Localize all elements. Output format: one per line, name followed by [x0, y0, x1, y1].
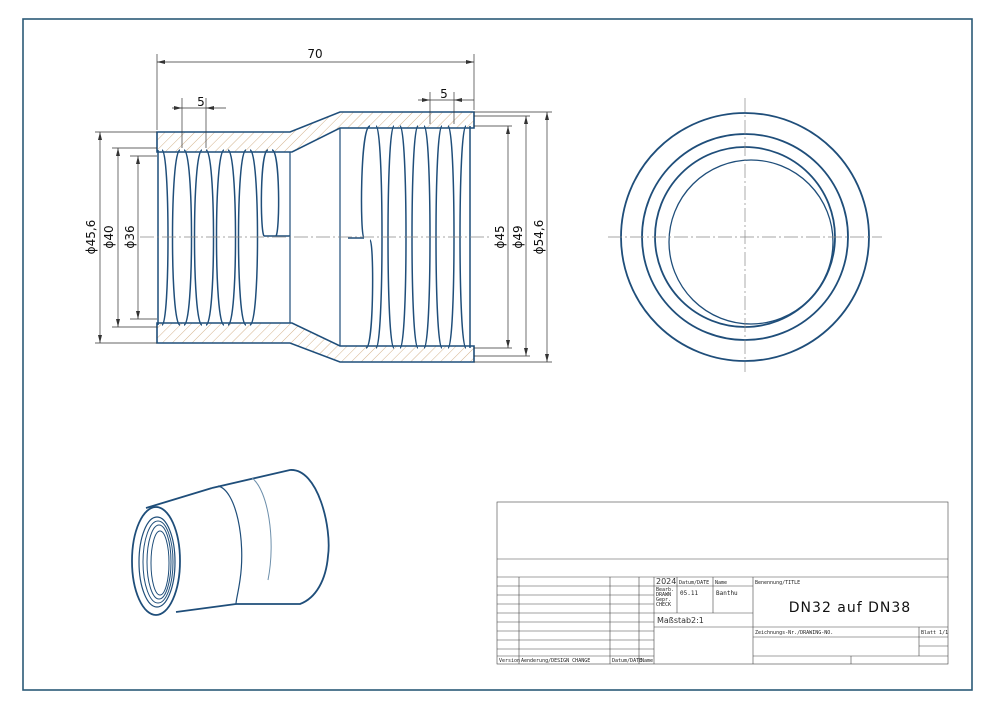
tb-bearb-label: Bearb.: [656, 587, 674, 593]
tb-check-label: CHECK: [656, 602, 671, 608]
title-block: [496, 501, 949, 665]
dim-length: 70: [307, 47, 322, 61]
tb-drawing-no-label: Zeichnungs-Nr./DRAWING-NO.: [755, 630, 833, 636]
thread-left: [157, 149, 290, 326]
tb-year: 2024: [656, 577, 676, 586]
tb-scale-label: Maßstab: [657, 616, 691, 625]
section-view: [140, 111, 490, 363]
dim-pitch-left: 5: [197, 95, 205, 109]
dimension-arrows: [98, 60, 549, 362]
tb-version-label: Version: [499, 658, 520, 664]
tb-name-value: Banthu: [716, 590, 738, 597]
tb-title-label: Benennung/TITLE: [755, 580, 800, 586]
dimension-lines: [95, 54, 552, 363]
tb-gepr-label: Gepr.: [656, 597, 671, 603]
tb-change-label: Aenderung/DESIGN CHANGE: [521, 658, 590, 664]
tb-change-name-label: Name: [641, 658, 653, 664]
end-view: [608, 98, 882, 372]
tb-drawn-label: DRAWN: [656, 592, 671, 598]
sheet-border: [22, 18, 973, 691]
tb-date-value: 05.11: [680, 590, 698, 597]
isometric-view: [131, 469, 330, 616]
tb-change-date-label: Datum/DATE: [612, 658, 642, 664]
dim-inner-left: ϕ36: [123, 225, 137, 248]
dim-outer-left: ϕ45,6: [84, 220, 98, 255]
wall-top: [156, 111, 475, 153]
tb-title-value: DN32 auf DN38: [789, 600, 911, 616]
dim-outer-right: ϕ54,6: [532, 220, 546, 255]
tb-name-label: Name: [715, 580, 727, 586]
tb-date-label: Datum/DATE: [679, 580, 709, 586]
tb-sheet-label: Blatt 1/1: [921, 630, 948, 636]
dim-mid-left: ϕ40: [102, 225, 116, 248]
wall-bottom: [156, 322, 475, 363]
dim-inner-right: ϕ45: [493, 225, 507, 248]
tb-scale-value: 2:1: [691, 616, 704, 625]
dim-pitch-right: 5: [440, 87, 448, 101]
dim-mid-right: ϕ49: [511, 225, 525, 248]
